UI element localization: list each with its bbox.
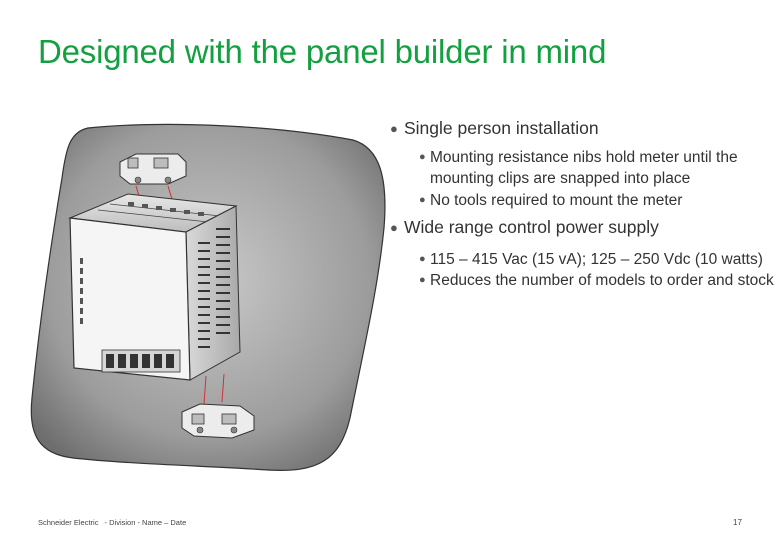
bottom-mounting-clip	[181, 403, 255, 439]
meter-mounting-illustration	[30, 123, 386, 472]
bullet-dot-icon: ●	[419, 193, 426, 206]
bullet-dot-icon: ●	[419, 274, 426, 287]
bullet-dot-icon: ●	[419, 151, 426, 163]
bullet-dot-icon: ●	[390, 219, 398, 235]
footer-company: Schneider Electric	[38, 518, 99, 527]
page-number: 17	[733, 518, 742, 527]
bullet-item: ● Wide range control power supply	[390, 216, 659, 237]
bottom-arrows	[203, 373, 225, 405]
sub-bullet-item: ● Reduces the number of models to order …	[390, 270, 775, 291]
bottom-terminals	[101, 349, 181, 373]
footer: Schneider Electric - Division - Name – D…	[38, 518, 190, 527]
front-connector-strip	[80, 258, 83, 324]
side-terminal-block	[198, 228, 230, 348]
sub-bullet-item: ● 115 – 415 Vac (15 vA); 125 – 250 Vdc (…	[390, 249, 775, 270]
sub-bullet-item: ● Mounting resistance nibs hold meter un…	[419, 149, 738, 188]
top-mounting-clip	[119, 153, 187, 185]
bullet-dot-icon: ●	[390, 121, 398, 136]
slide-title: Designed with the panel builder in mind	[38, 33, 607, 70]
footer-division: - Division - Name – Date	[104, 518, 187, 527]
sub-bullet-item: ● No tools required to mount the meter	[390, 190, 775, 211]
bullet-dot-icon: ●	[419, 252, 426, 265]
bullet-list: ● Single person installation ● Mounting …	[390, 118, 775, 291]
bullet-item: ● Single person installation	[390, 118, 599, 138]
